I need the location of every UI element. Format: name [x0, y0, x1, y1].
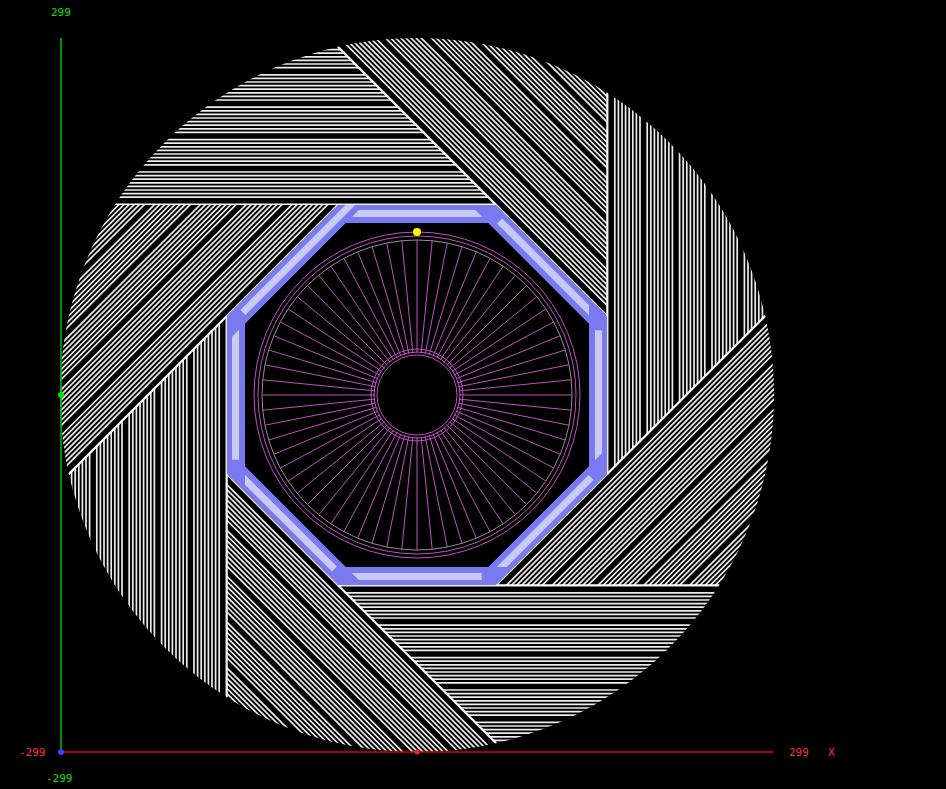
blade-edge [69, 316, 227, 474]
spoke [372, 247, 405, 355]
spoke [297, 422, 384, 494]
spoke [454, 415, 554, 468]
blade-edge [226, 474, 228, 698]
spoke [447, 285, 527, 365]
inner-octagon [247, 225, 587, 565]
spoke [444, 427, 516, 514]
spoke [402, 437, 413, 549]
spoke [433, 434, 476, 538]
spoke [456, 336, 560, 379]
spoke [449, 422, 536, 494]
ring [371, 349, 463, 441]
axis-value: -299 [18, 746, 47, 759]
spoke [433, 252, 476, 356]
spoke [454, 322, 554, 375]
spoke [358, 252, 401, 356]
axis-value: 299 [50, 6, 72, 19]
spoke [457, 407, 565, 440]
spoke [288, 309, 382, 372]
spoke [440, 266, 503, 360]
spoke [452, 418, 546, 481]
ring [262, 240, 572, 550]
spoke [288, 418, 382, 481]
spoke [297, 297, 384, 369]
spoke [280, 415, 380, 468]
spoke [452, 309, 546, 372]
spoke [358, 434, 401, 538]
hatched-blade [53, 18, 784, 772]
axis-value: X [827, 746, 836, 759]
spoke [274, 336, 378, 379]
blade-edge [496, 584, 720, 586]
spoke [331, 430, 394, 524]
spoke [265, 365, 376, 387]
spoke [307, 425, 387, 505]
ring [377, 355, 457, 435]
spoke [457, 350, 565, 383]
spoke [307, 285, 387, 365]
axis-value: -299 [45, 772, 74, 785]
blade-edge [338, 585, 496, 743]
axis-value: 299 [788, 746, 810, 759]
spoke [437, 432, 490, 532]
spoke [269, 350, 377, 383]
hatched-blade [50, 18, 781, 772]
spoke [425, 436, 447, 547]
spoke [437, 258, 490, 358]
spoke [449, 297, 536, 369]
blade-edge [606, 93, 608, 317]
spoke [429, 435, 462, 543]
spoke [402, 241, 413, 353]
spoke [458, 403, 569, 425]
spoke [319, 275, 391, 362]
blade-edge [338, 47, 496, 205]
spoke [459, 380, 571, 391]
spoke [456, 411, 560, 454]
origin-dot [58, 749, 64, 755]
spoke [269, 407, 377, 440]
spoke [429, 247, 462, 355]
spoke [459, 399, 571, 410]
ring [258, 236, 576, 554]
spoke [425, 243, 447, 354]
spoke [344, 258, 397, 358]
spoke [263, 380, 375, 391]
spoke [344, 432, 397, 532]
spoke [331, 266, 394, 360]
spoke [387, 243, 409, 354]
spoke [440, 430, 503, 524]
spoke [421, 437, 432, 549]
ring [374, 352, 460, 438]
axis-dot [58, 392, 64, 398]
spoke [280, 322, 380, 375]
hatched-blade [40, 31, 794, 762]
spoke [387, 436, 409, 547]
spoke [372, 435, 405, 543]
hatched-blade [40, 28, 794, 759]
spoke [417, 240, 418, 353]
beam-hole [380, 358, 454, 432]
spoke [417, 437, 418, 550]
spoke [421, 241, 432, 353]
blade-edge [607, 316, 765, 474]
spoke [274, 411, 378, 454]
marker-dot [413, 228, 421, 236]
spoke [263, 399, 375, 410]
spoke [447, 425, 527, 505]
ring [254, 232, 580, 558]
spoke [459, 395, 572, 396]
spoke [319, 427, 391, 514]
axis-dot [415, 750, 420, 755]
spoke [262, 395, 375, 396]
spoke [444, 275, 516, 362]
spoke [265, 403, 376, 425]
spoke [458, 365, 569, 387]
